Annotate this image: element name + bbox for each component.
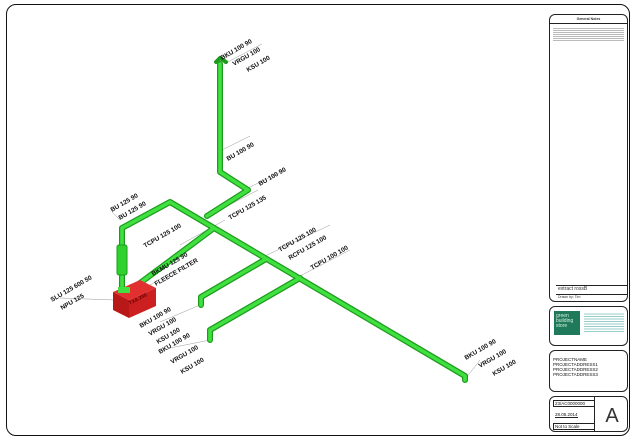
project-line: PROJECTADDRESS2: [553, 367, 598, 372]
drawing-number: 23/AC0000000: [553, 400, 595, 407]
company-panel: green building store: [549, 306, 628, 346]
drawing-scale: Not to Scale: [553, 423, 595, 430]
drawing-date: 28.05.2014: [555, 412, 578, 418]
leader-lines: [59, 43, 481, 379]
ventilation-unit: TXA 250: [113, 280, 156, 318]
project-line: PROJECTADDRESS1: [553, 362, 598, 367]
drawn-by: Drawn by: Tim: [556, 294, 627, 299]
drawing-frame: [6, 4, 630, 436]
drawing-info-panel: 23/AC0000000 28.05.2014 Not to Scale A: [549, 396, 628, 432]
label-bu-2: BU 100 90: [258, 166, 288, 188]
notes-title: General Notes: [550, 15, 627, 24]
project-line: PROJECTADDRESS3: [553, 372, 598, 377]
company-address: [584, 312, 624, 332]
logo-text: green building store: [556, 313, 574, 329]
project-line: PROJECTNAME: [553, 357, 588, 362]
company-logo: green building store: [554, 311, 580, 335]
project-panel: PROJECTNAME PROJECTADDRESS1 PROJECTADDRE…: [549, 350, 628, 392]
filter-section: [116, 244, 128, 276]
drawing-title: extract rossB: [556, 285, 627, 292]
notes-body: [553, 27, 624, 41]
label-bu-1: BU 100 90: [226, 141, 256, 163]
revision: A: [594, 397, 629, 431]
component-labels: BKU 100 90 VRGU 100 KSU 100 BU 100 90 BU…: [50, 38, 518, 378]
duct-runs: [116, 56, 468, 383]
label-tcpu-100: TCPU 100 100: [310, 244, 350, 271]
label-tcpu-left: TCPU 125 100: [143, 222, 183, 249]
notes-panel: General Notes extract rossB Drawn by: Ti…: [549, 14, 628, 302]
